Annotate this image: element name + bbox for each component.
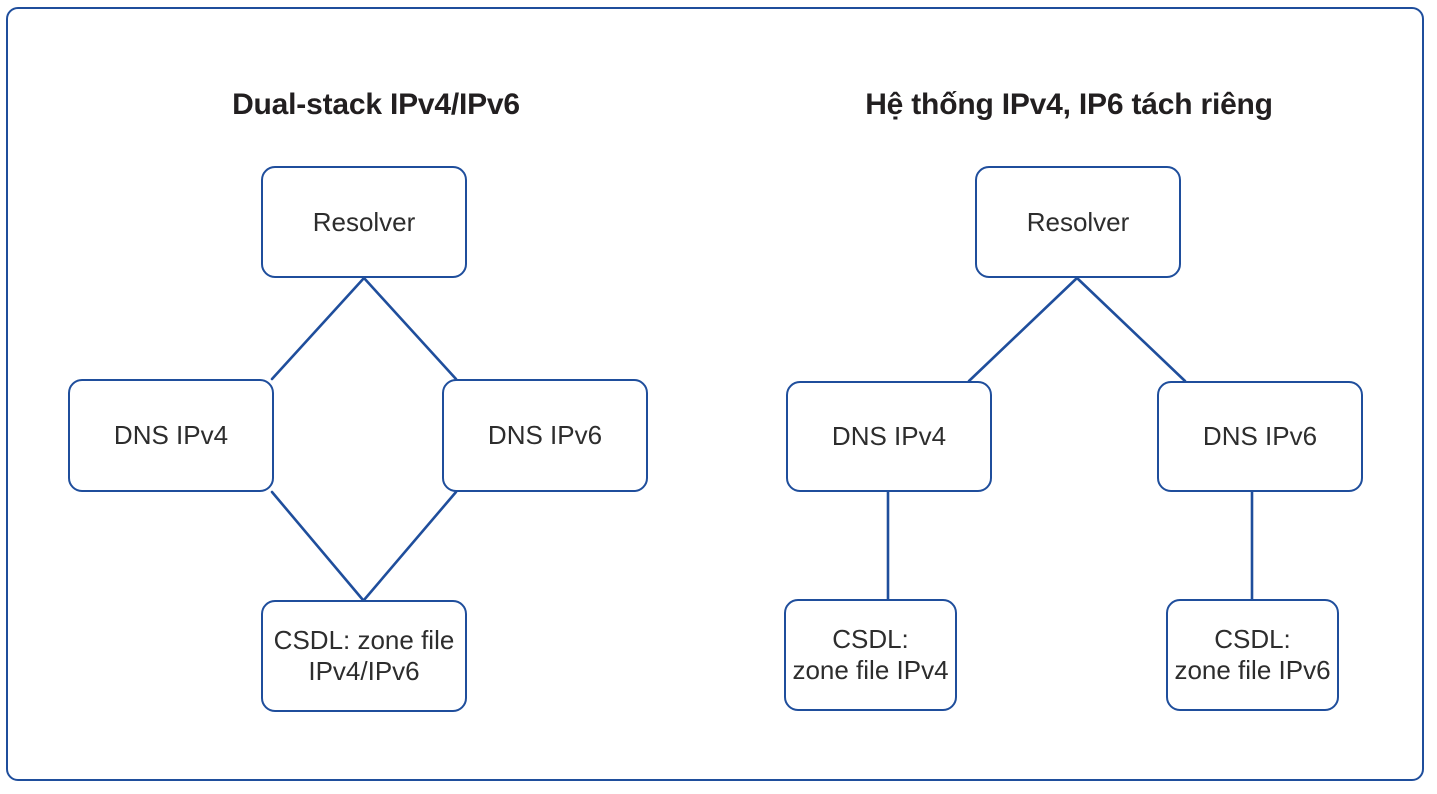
node-right-csdl-ipv4-line2: zone file IPv4 xyxy=(792,655,949,685)
node-right-csdl-ipv6-line2: zone file IPv6 xyxy=(1174,655,1331,685)
node-left-resolver[interactable]: Resolver xyxy=(261,166,467,278)
node-left-csdl-line2: IPv4/IPv6 xyxy=(308,656,420,686)
node-right-csdl-ipv6-line1: CSDL: xyxy=(1214,624,1291,655)
node-right-csdl-ipv4-line1: CSDL: xyxy=(832,624,909,655)
node-right-csdl-ipv6[interactable]: CSDL: zone file IPv6 xyxy=(1166,599,1339,711)
node-left-dns-ipv4-label: DNS IPv4 xyxy=(113,420,229,451)
node-left-dns-ipv6-label: DNS IPv6 xyxy=(487,420,603,451)
node-right-dns-ipv6-label: DNS IPv6 xyxy=(1202,421,1318,452)
node-right-dns-ipv4[interactable]: DNS IPv4 xyxy=(786,381,992,492)
node-right-csdl-ipv4[interactable]: CSDL: zone file IPv4 xyxy=(784,599,957,711)
panel-title-right: Hệ thống IPv4, IP6 tách riêng xyxy=(865,88,1273,121)
node-left-resolver-label: Resolver xyxy=(312,206,416,237)
node-right-resolver[interactable]: Resolver xyxy=(975,166,1181,278)
node-right-dns-ipv6[interactable]: DNS IPv6 xyxy=(1157,381,1363,492)
node-left-csdl[interactable]: CSDL: zone file IPv4/IPv6 xyxy=(261,600,467,712)
node-left-csdl-line1: CSDL: zone file xyxy=(273,625,455,656)
panel-title-left: Dual-stack IPv4/IPv6 xyxy=(232,88,520,121)
node-left-dns-ipv6[interactable]: DNS IPv6 xyxy=(442,379,648,492)
node-right-dns-ipv4-label: DNS IPv4 xyxy=(831,421,947,452)
node-right-resolver-label: Resolver xyxy=(1026,206,1130,237)
node-left-dns-ipv4[interactable]: DNS IPv4 xyxy=(68,379,274,492)
